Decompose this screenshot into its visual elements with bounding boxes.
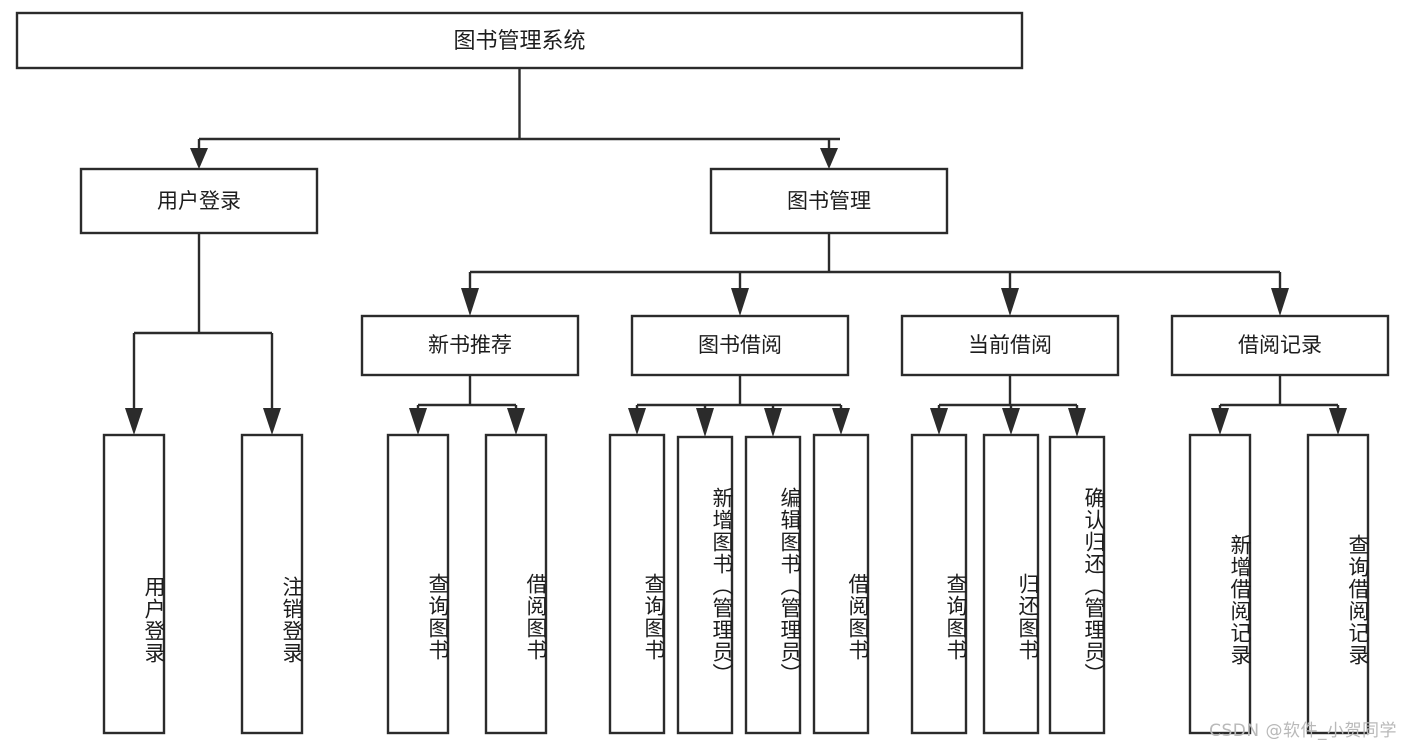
node-new-book-recommend-label: 新书推荐 xyxy=(428,333,512,357)
leaf-box-confirm-return-admin[interactable] xyxy=(1048,435,1106,735)
arrow-head-icon xyxy=(461,288,479,316)
leaf-box-user-login[interactable] xyxy=(102,433,166,735)
node-book-borrow[interactable]: 图书借阅 xyxy=(630,314,850,377)
watermark-text: CSDN @软件_小贺同学 xyxy=(1209,721,1397,741)
node-current-borrow-box[interactable] xyxy=(900,314,1120,377)
arrow-head-icon xyxy=(125,408,143,435)
node-root[interactable]: 图书管理系统 xyxy=(15,11,1024,70)
arrow-head-icon xyxy=(1001,288,1019,316)
arrow-head-icon xyxy=(1329,408,1347,435)
node-user-login-label: 用户登录 xyxy=(157,189,241,213)
arrow-head-icon xyxy=(1211,408,1229,435)
arrow-head-icon xyxy=(263,408,281,435)
arrow-head-icon xyxy=(696,408,714,437)
node-user-login-box[interactable] xyxy=(79,167,319,235)
node-current-borrow-label: 当前借阅 xyxy=(968,333,1052,357)
connector-group-new-books xyxy=(409,375,525,435)
arrow-head-icon xyxy=(409,408,427,435)
arrow-head-icon xyxy=(764,408,782,437)
node-current-borrow[interactable]: 当前借阅 xyxy=(900,314,1120,377)
node-root-label: 图书管理系统 xyxy=(453,29,585,54)
node-borrow-records-label: 借阅记录 xyxy=(1238,333,1322,357)
leaf-box-borrow-books[interactable] xyxy=(812,433,870,735)
leaf-box-query-books-current[interactable] xyxy=(910,433,968,735)
node-new-book-recommend[interactable]: 新书推荐 xyxy=(360,314,580,377)
node-borrow-records-box[interactable] xyxy=(1170,314,1390,377)
leaf-box-edit-book-admin[interactable] xyxy=(744,435,802,735)
arrow-head-icon xyxy=(1002,408,1020,435)
node-new-book-recommend-box[interactable] xyxy=(360,314,580,377)
leaf-box-query-borrow-record[interactable] xyxy=(1306,433,1370,735)
arrow-head-icon xyxy=(1271,288,1289,316)
node-root-box[interactable] xyxy=(15,11,1024,70)
arrow-head-icon xyxy=(1068,408,1086,437)
node-book-management-box[interactable] xyxy=(709,167,949,235)
leaf-box-add-borrow-record[interactable] xyxy=(1188,433,1252,735)
arrow-head-icon xyxy=(190,148,208,169)
node-borrow-records[interactable]: 借阅记录 xyxy=(1170,314,1390,377)
connector-group-user-login xyxy=(125,233,281,435)
node-book-borrow-label: 图书借阅 xyxy=(698,333,782,357)
leaf-box-query-books-recommend[interactable] xyxy=(386,433,450,735)
leaf-box-borrow-books-recommend[interactable] xyxy=(484,433,548,735)
connector-group-borrow-records xyxy=(1211,375,1347,435)
connector-group-book-borrow xyxy=(628,375,850,437)
arrow-head-icon xyxy=(820,148,838,169)
connector-group-current-borrow xyxy=(930,375,1086,437)
connector-group-root xyxy=(190,68,840,169)
arrow-head-icon xyxy=(832,408,850,435)
arrow-head-icon xyxy=(507,408,525,435)
node-user-login[interactable]: 用户登录 xyxy=(79,167,319,235)
arrow-head-icon xyxy=(731,288,749,316)
node-book-borrow-box[interactable] xyxy=(630,314,850,377)
leaf-box-query-books-borrow[interactable] xyxy=(608,433,666,735)
connector-group-book-mgmt xyxy=(461,233,1289,316)
leaf-box-logout[interactable] xyxy=(240,433,304,735)
node-book-management-label: 图书管理 xyxy=(787,189,871,213)
arrow-head-icon xyxy=(930,408,948,435)
node-book-management[interactable]: 图书管理 xyxy=(709,167,949,235)
leaf-box-return-books[interactable] xyxy=(982,433,1040,735)
arrow-head-icon xyxy=(628,408,646,435)
leaf-box-add-book-admin[interactable] xyxy=(676,435,734,735)
